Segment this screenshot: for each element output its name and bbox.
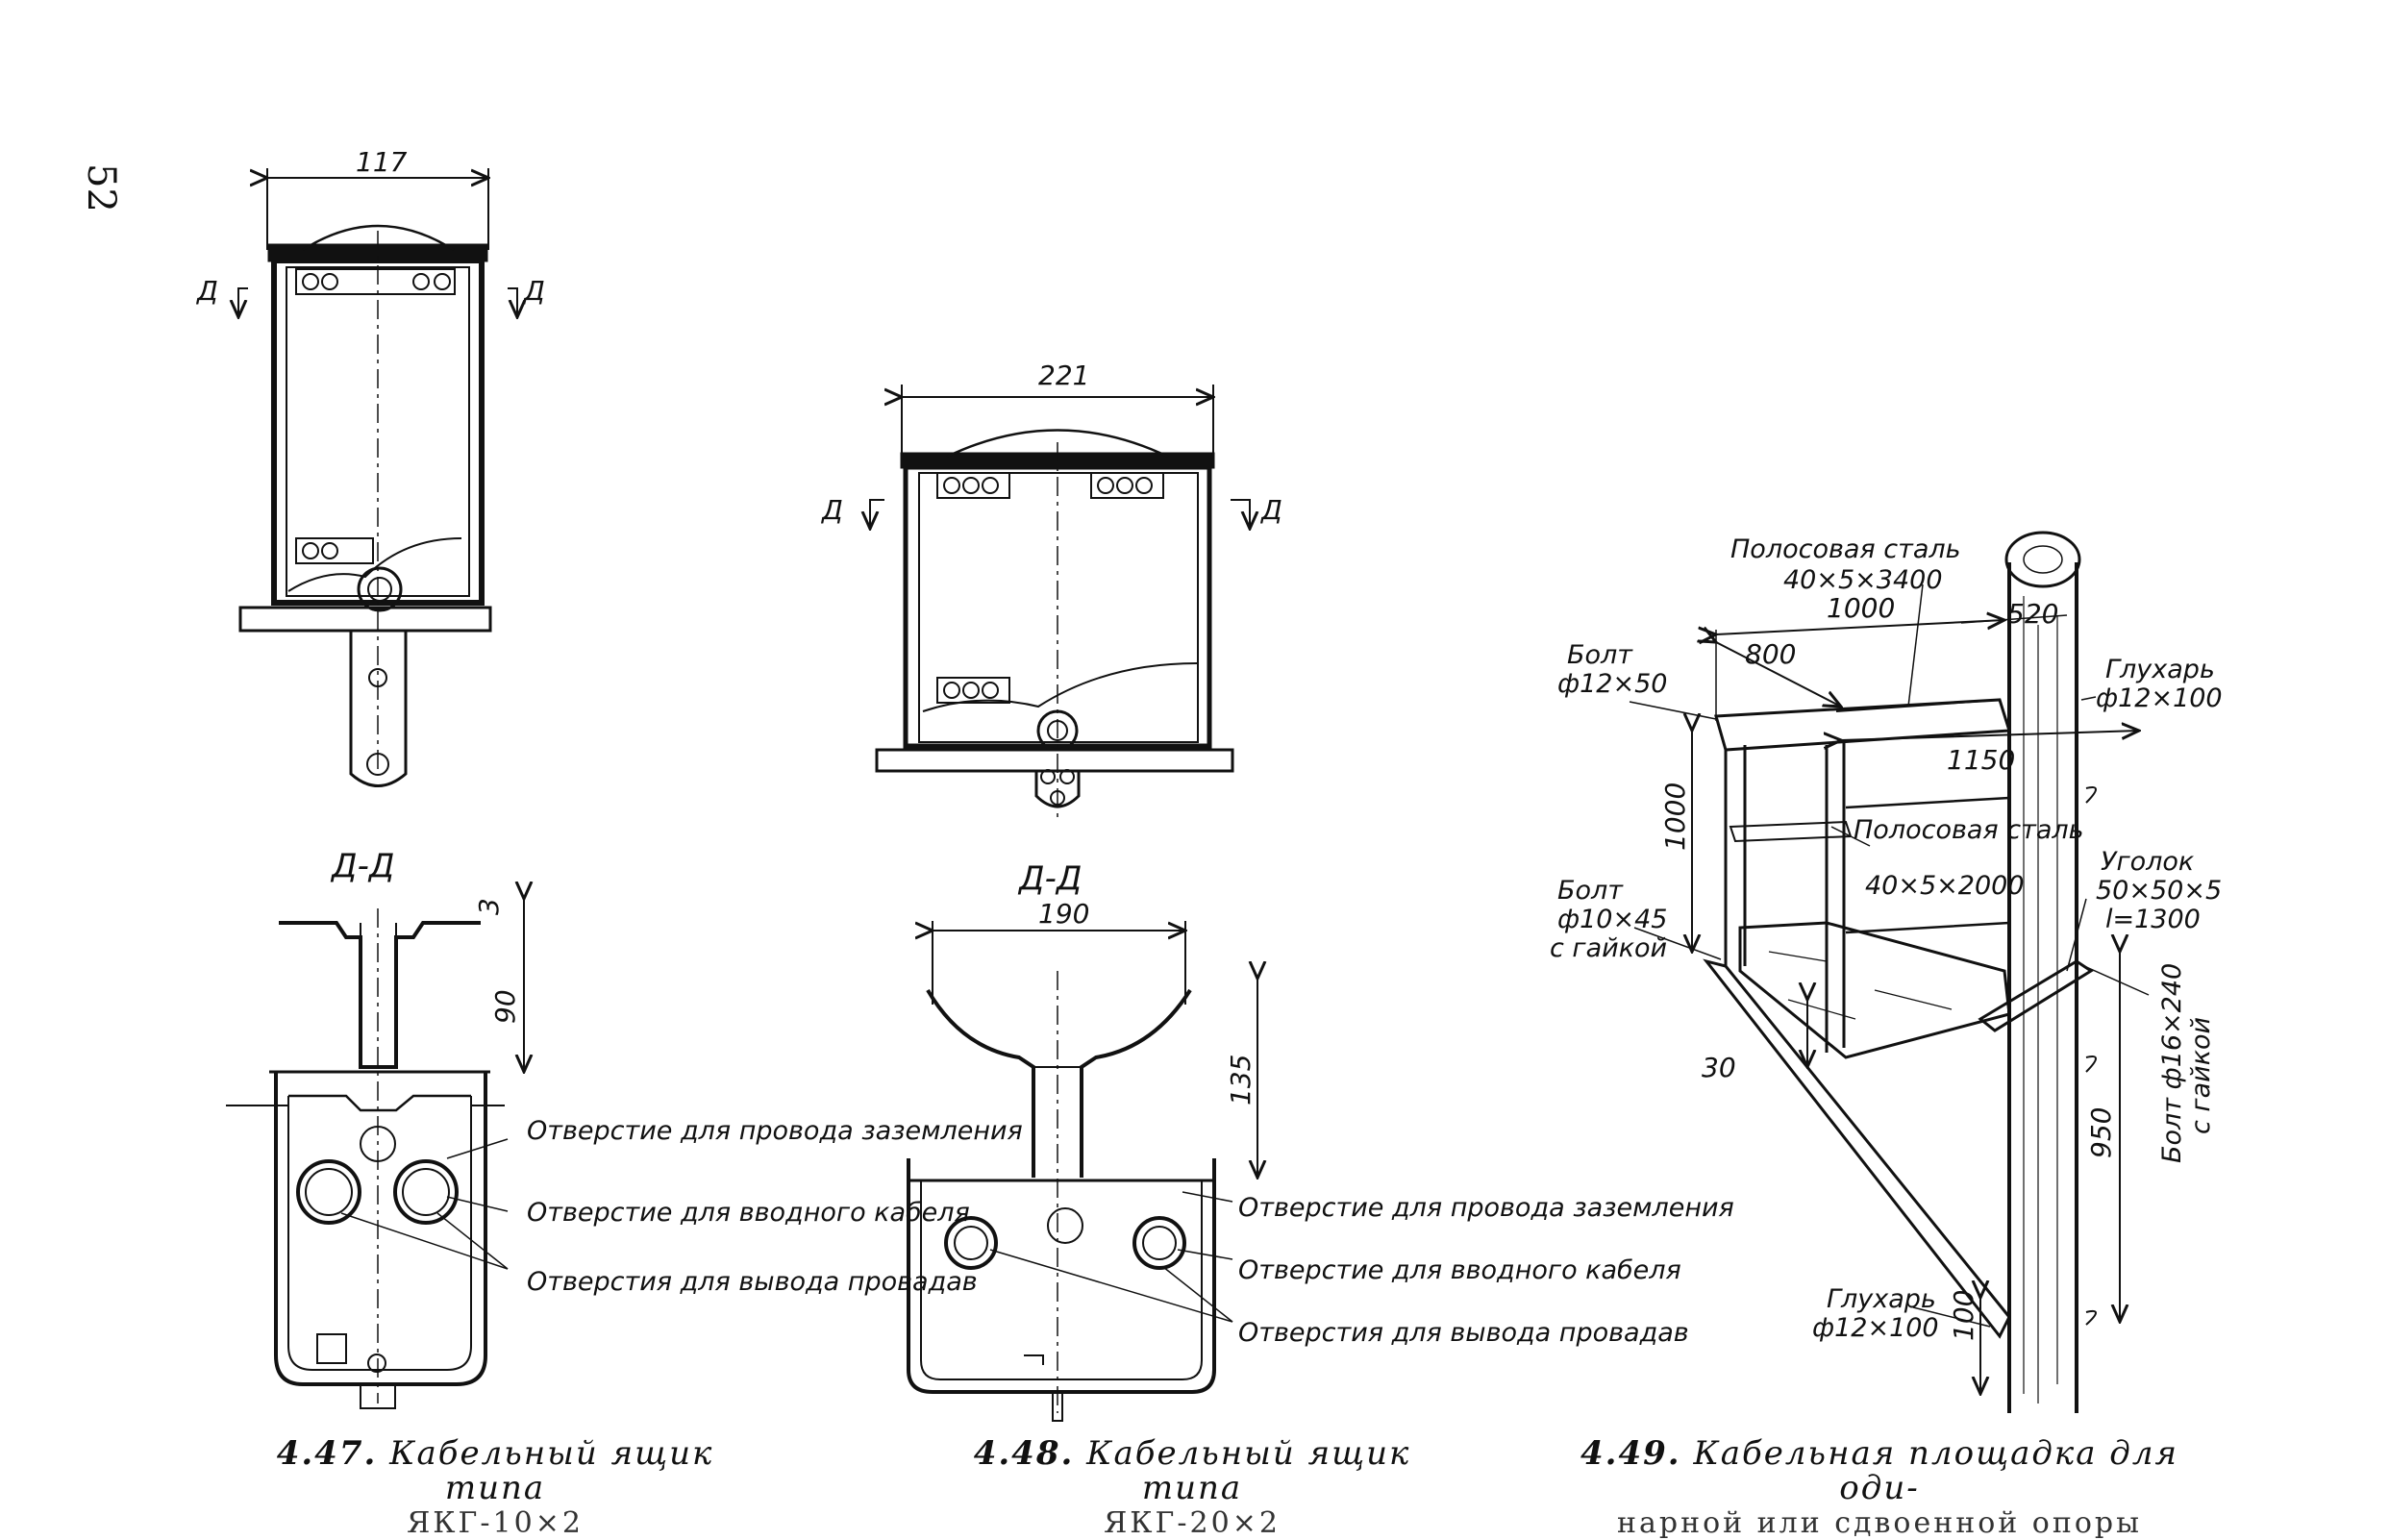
fig48-section-mark-right: Д [1259, 494, 1282, 526]
fig47-callout-input: Отверстие для вводного кабеля [527, 1198, 970, 1228]
fig48-caption-sub: ЯКГ-20×2 [1104, 1506, 1281, 1540]
fig48-callout-ground: Отверстие для провода заземления [1238, 1193, 1734, 1223]
fig49-dim-1150: 1150 [1947, 744, 2015, 776]
fig47-callout-output: Отверстия для вывода провадав [527, 1267, 978, 1297]
fig47-front-view [238, 168, 517, 787]
fig47-section-view [226, 899, 524, 1409]
fig49-dim-1000-side: 1000 [1659, 782, 1691, 851]
fig49-strip-steel-top: Полосовая сталь [1730, 534, 1961, 564]
fig49-bolt-mid: Болт [1557, 876, 1624, 906]
fig47-callout-ground: Отверстие для провода заземления [527, 1116, 1023, 1146]
fig47-caption-text: Кабельный ящик типа [389, 1434, 714, 1507]
fig47-dim-3: 3 [473, 898, 505, 915]
fig48-callout-input: Отверстие для вводного кабеля [1238, 1255, 1681, 1285]
fig49-caption-text: Кабельная площадка для оди- [1693, 1434, 2179, 1507]
fig47-dim-90: 90 [489, 989, 521, 1024]
fig49-angle-size: 50×50×5 [2096, 876, 2222, 906]
fig49-platform-drawing [1629, 531, 2150, 1413]
fig49-caption-sub: нарной или сдвоенной опоры [1616, 1506, 2143, 1540]
fig48-section-title: Д-Д [1017, 859, 1082, 898]
fig49-dim-30: 30 [1702, 1052, 1736, 1083]
fig47-caption-number: 4.47. [276, 1434, 378, 1473]
fig49-angle: Уголок [2101, 847, 2195, 877]
fig47-caption-sub: ЯКГ-10×2 [407, 1506, 584, 1540]
fig49-bolt-top: Болт [1567, 640, 1633, 670]
fig49-lag-top-size: ф12×100 [2096, 683, 2223, 713]
fig49-bolt-mid-nut: с гайкой [1550, 933, 1667, 963]
fig49-bolt-right-nut: с гайкой [2186, 1017, 2216, 1134]
fig48-dim-135: 135 [1225, 1055, 1257, 1105]
fig49-dim-520: 520 [2007, 598, 2058, 630]
fig48-section-width: 190 [1038, 898, 1089, 930]
fig47-section-mark-left: Д [195, 275, 218, 307]
fig49-caption: 4.49. Кабельная площадка для оди- нарной… [1553, 1434, 2206, 1540]
fig48-caption: 4.48. Кабельный ящик типа ЯКГ-20×2 [923, 1434, 1461, 1540]
fig48-front-view [870, 385, 1250, 817]
fig48-width-dim: 221 [1038, 360, 1089, 391]
fig49-angle-length: l=1300 [2105, 905, 2201, 934]
fig48-section-view [907, 921, 1257, 1422]
fig49-dim-1000-top: 1000 [1827, 592, 1895, 624]
fig49-dim-800: 800 [1745, 638, 1796, 670]
fig47-width-dim: 117 [356, 146, 408, 178]
fig49-strip-steel-top-size: 40×5×3400 [1783, 565, 1943, 595]
fig49-lag-bottom-size: ф12×100 [1812, 1313, 1939, 1343]
fig49-lag-top: Глухарь [2105, 655, 2215, 684]
fig49-dim-100: 100 [1948, 1290, 1979, 1341]
fig48-section-mark-left: Д [820, 494, 843, 526]
fig49-dim-950: 950 [2085, 1107, 2117, 1158]
fig48-caption-text: Кабельный ящик типа [1086, 1434, 1411, 1507]
fig49-bolt-top-size: ф12×50 [1557, 669, 1667, 699]
fig49-lag-bottom: Глухарь [1827, 1284, 1936, 1314]
fig49-strip-steel-mid: Полосовая сталь [1854, 815, 2084, 845]
fig47-section-title: Д-Д [330, 847, 394, 885]
fig48-caption-number: 4.48. [973, 1434, 1075, 1473]
fig49-bolt-right: Болт ф16×240 [2157, 963, 2187, 1163]
fig47-section-mark-right: Д [522, 275, 545, 307]
fig49-caption-number: 4.49. [1580, 1434, 1681, 1473]
fig49-bolt-mid-size: ф10×45 [1557, 905, 1667, 934]
fig47-caption: 4.47. Кабельный ящик типа ЯКГ-10×2 [226, 1434, 764, 1540]
fig48-callout-output: Отверстия для вывода провадав [1238, 1318, 1689, 1348]
fig49-strip-steel-mid-size: 40×5×2000 [1865, 871, 2025, 901]
